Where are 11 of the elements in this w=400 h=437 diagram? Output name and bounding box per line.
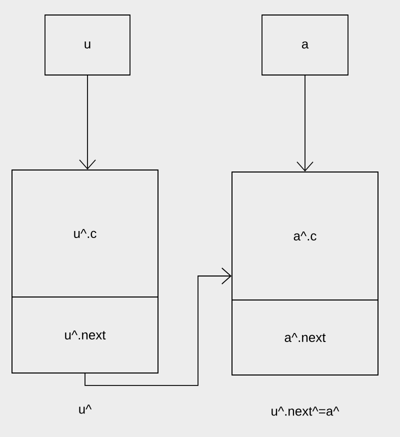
arrow (84, 268, 232, 386)
arrow (79, 75, 96, 170)
field-cell: a^.c (232, 172, 378, 300)
field-cell: a^.next (232, 300, 378, 376)
arrow (296, 75, 314, 172)
field-cell: u^.next (12, 296, 158, 374)
variable-box: u (44, 14, 130, 76)
field-cell: u^.c (12, 170, 158, 298)
node-label: u^.next^=a^ (272, 406, 340, 416)
node-label: u^ (79, 404, 92, 414)
variable-box: a (262, 14, 348, 76)
